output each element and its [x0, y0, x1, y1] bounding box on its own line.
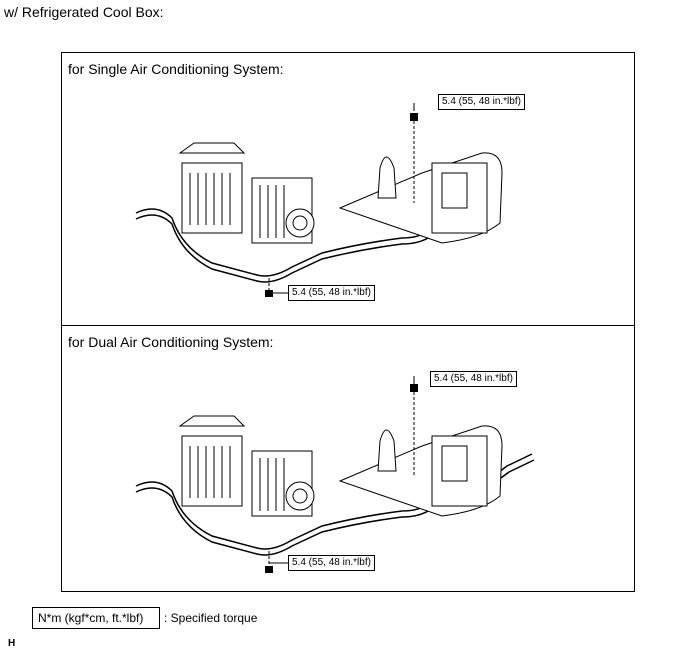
cool-box-console [338, 152, 503, 244]
panel-single-ac: for Single Air Conditioning System: 5.4 … [61, 52, 635, 326]
legend-description: : Specified torque [164, 611, 258, 625]
panel-dual-ac: for Dual Air Conditioning System: 5.4 (5… [61, 325, 635, 592]
single-ac-piping-illustration [135, 103, 503, 297]
torque-callout-bottom: 5.4 (55, 48 in.*lbf) [288, 285, 375, 301]
hvac-unit-front [178, 142, 246, 234]
page-heading: w/ Refrigerated Cool Box: [4, 4, 164, 20]
hvac-unit-front [178, 415, 246, 507]
torque-callout-top: 5.4 (55, 48 in.*lbf) [438, 94, 525, 110]
hvac-unit-rear [251, 450, 315, 517]
torque-callout-bottom: 5.4 (55, 48 in.*lbf) [288, 555, 375, 571]
panel-title-single: for Single Air Conditioning System: [68, 61, 284, 77]
panel-title-dual: for Dual Air Conditioning System: [68, 334, 274, 350]
cool-box-console [338, 425, 503, 517]
dual-ac-piping-illustration [135, 376, 535, 573]
bolt-icon-top [410, 113, 418, 121]
bolt-icon-top [410, 384, 418, 392]
footer-code: H [8, 638, 16, 649]
hvac-unit-rear [251, 177, 315, 244]
bolt-icon-bottom [265, 566, 273, 573]
bolt-icon-bottom [265, 290, 273, 297]
legend-unit-box: N*m (kgf*cm, ft.*lbf) [32, 607, 160, 629]
torque-callout-top: 5.4 (55, 48 in.*lbf) [430, 371, 517, 387]
